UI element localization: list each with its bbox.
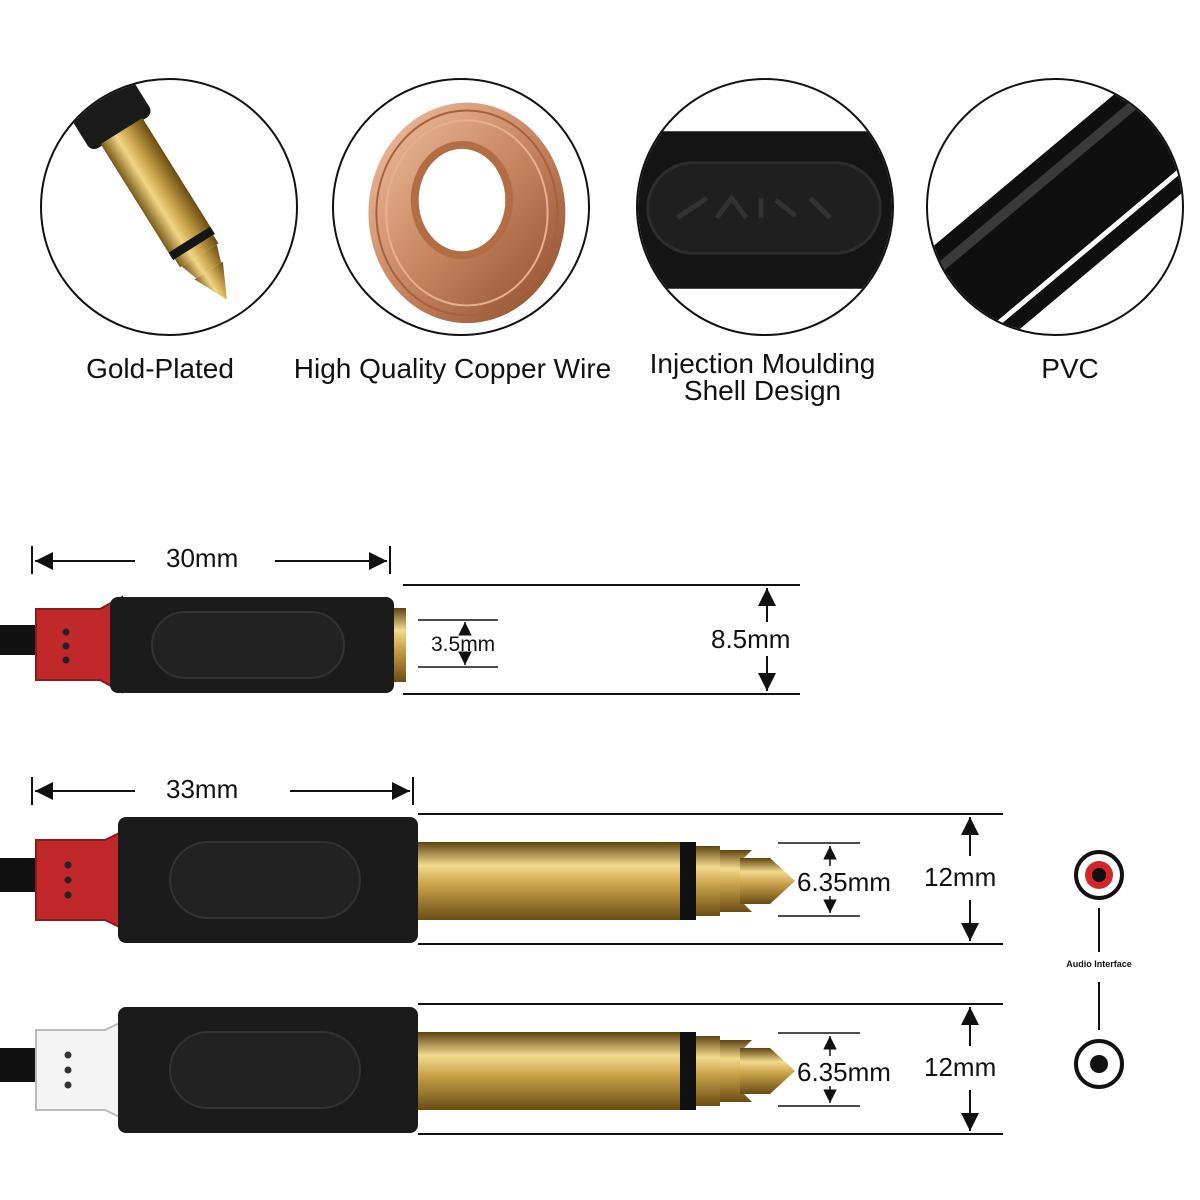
red-plug-diameter-label: 12mm <box>924 862 997 892</box>
pvc-circle <box>926 78 1184 336</box>
white-jack-icon <box>1074 1039 1124 1089</box>
socket-hole-label: 3.5mm <box>431 633 496 656</box>
white-plug-tip-label: 6.35mm <box>797 1057 891 1087</box>
injection-shell-circle <box>636 78 894 336</box>
pvc-label: PVC <box>1041 353 1099 384</box>
injection-shell-label-line1: Injection Moulding <box>649 348 876 379</box>
red-jack-icon <box>1074 850 1124 900</box>
copper-wire-label: High Quality Copper Wire <box>293 353 612 384</box>
socket-length-label: 30mm <box>166 543 239 573</box>
socket-diameter-label: 8.5mm <box>711 624 791 654</box>
white-plug-connector <box>0 1007 795 1133</box>
copper-wire-coil-icon <box>368 102 566 324</box>
gold-plated-label: Gold-Plated <box>86 353 234 384</box>
gold-plated-circle <box>40 78 298 336</box>
plug-length-label: 33mm <box>166 774 239 804</box>
red-plug-tip-label: 6.35mm <box>797 867 891 897</box>
socket-connector <box>0 595 406 694</box>
audio-interface-label: Audio Interface <box>1066 959 1132 969</box>
gold-plated-plug-icon <box>68 80 227 300</box>
injection-moulded-shell-icon <box>638 131 892 289</box>
copper-wire-circle <box>332 78 590 336</box>
injection-shell-label-line2: Shell Design <box>683 375 842 406</box>
red-plug-connector <box>0 817 795 943</box>
white-plug-diameter-label: 12mm <box>924 1052 997 1082</box>
